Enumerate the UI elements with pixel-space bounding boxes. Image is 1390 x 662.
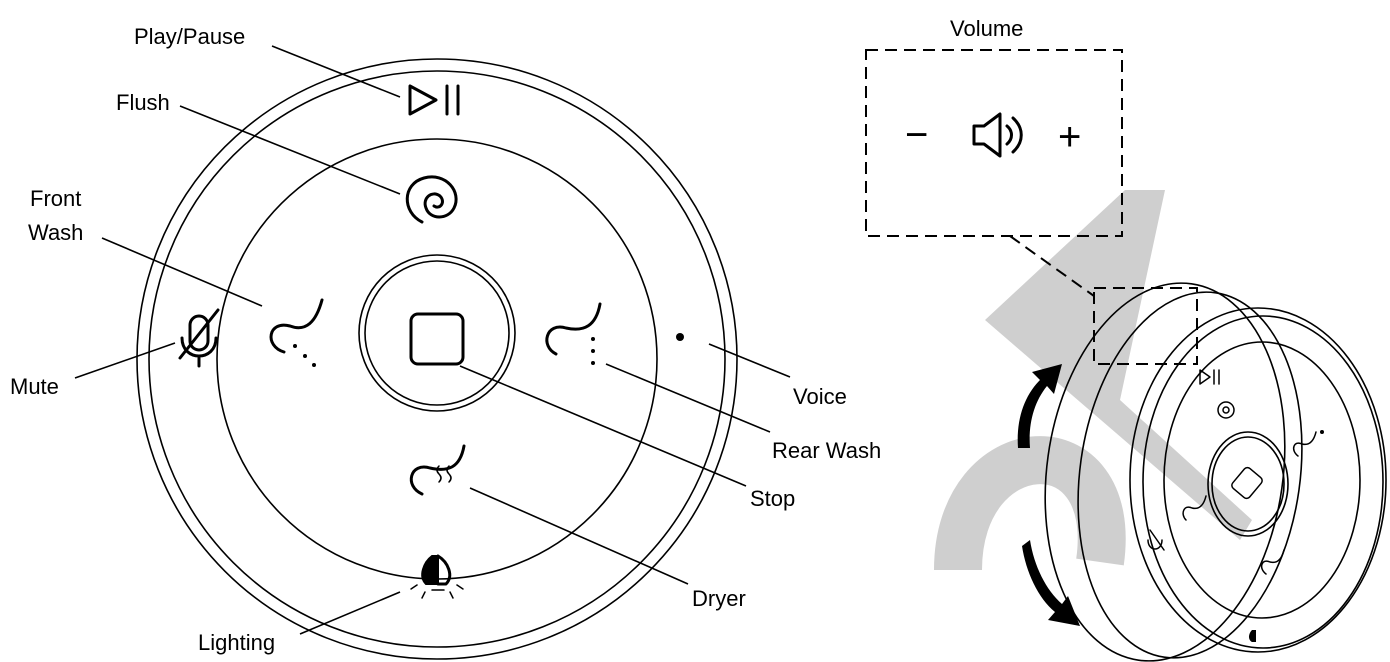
- flush-label: Flush: [116, 90, 170, 115]
- volume-minus-button[interactable]: −: [905, 113, 928, 157]
- front-wash-icon[interactable]: [269, 298, 324, 367]
- play-pause-icon[interactable]: [408, 84, 460, 116]
- watermark: [934, 190, 1252, 571]
- outer-ring-2: [148, 70, 726, 648]
- stop-icon[interactable]: [409, 312, 465, 366]
- remote-side-view: [1044, 282, 1387, 662]
- mute-label: Mute: [10, 374, 59, 399]
- play-pause-label: Play/Pause: [134, 24, 245, 49]
- front-wash-label-2: Wash: [28, 220, 83, 245]
- labels: Play/Pause Flush Front Wash Mute Voice R…: [10, 16, 1023, 655]
- stop-label: Stop: [750, 486, 795, 511]
- front-wash-label-1: Front: [30, 186, 81, 211]
- dryer-label: Dryer: [692, 586, 746, 611]
- lighting-label: Lighting: [198, 630, 275, 655]
- rear-wash-icon[interactable]: [545, 302, 602, 365]
- outer-ring-1: [136, 58, 738, 660]
- speaker-icon: [972, 112, 1023, 158]
- remote-face: [136, 58, 738, 660]
- voice-label: Voice: [793, 384, 847, 409]
- mute-icon[interactable]: [178, 308, 220, 368]
- dryer-icon[interactable]: [409, 444, 466, 496]
- middle-ring: [216, 138, 658, 580]
- center-ring-1: [358, 254, 516, 412]
- volume-callout: − +: [865, 49, 1198, 365]
- center-ring-2: [364, 260, 510, 406]
- rear-wash-label: Rear Wash: [772, 438, 881, 463]
- volume-plus-button[interactable]: +: [1058, 115, 1081, 159]
- volume-label: Volume: [950, 16, 1023, 41]
- rotate-arrow-icon: [1017, 364, 1080, 626]
- flush-icon[interactable]: [405, 175, 458, 224]
- voice-icon[interactable]: [676, 333, 684, 341]
- lighting-icon[interactable]: [410, 554, 464, 599]
- leader-lines: [74, 45, 791, 635]
